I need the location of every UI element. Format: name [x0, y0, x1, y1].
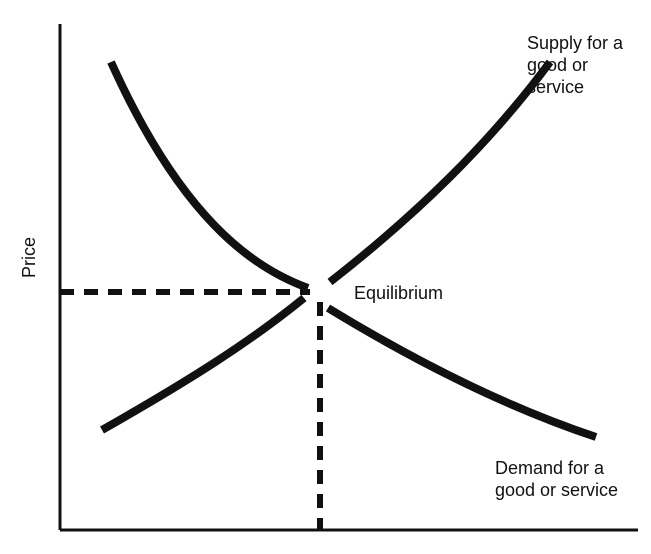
demand-label: Demand for a good or service [495, 458, 619, 500]
equilibrium-label: Equilibrium [354, 283, 444, 303]
y-axis-label: Price [19, 236, 39, 278]
demand-curve [107, 60, 598, 441]
supply-label: Supply for a good or service [527, 33, 624, 97]
supply-curve [100, 59, 554, 434]
